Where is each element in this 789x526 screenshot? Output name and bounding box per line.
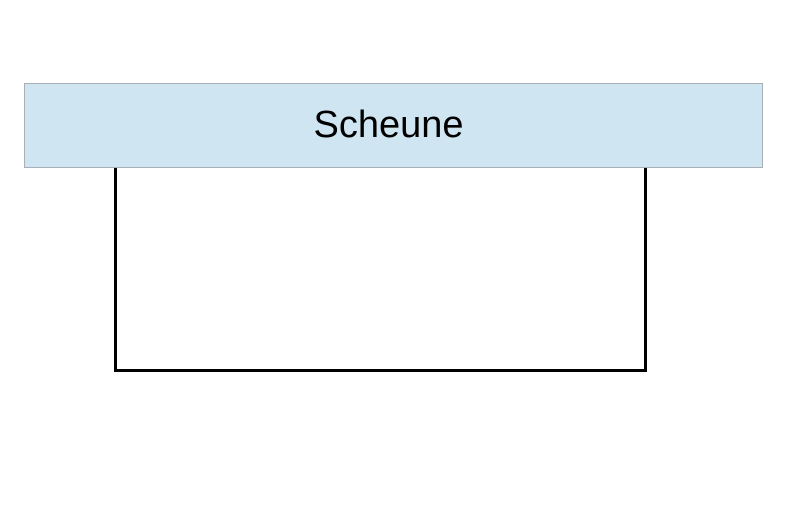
banner-title: Scheune — [313, 104, 464, 146]
barn-outline — [114, 160, 647, 372]
title-banner: Scheune — [24, 83, 763, 168]
